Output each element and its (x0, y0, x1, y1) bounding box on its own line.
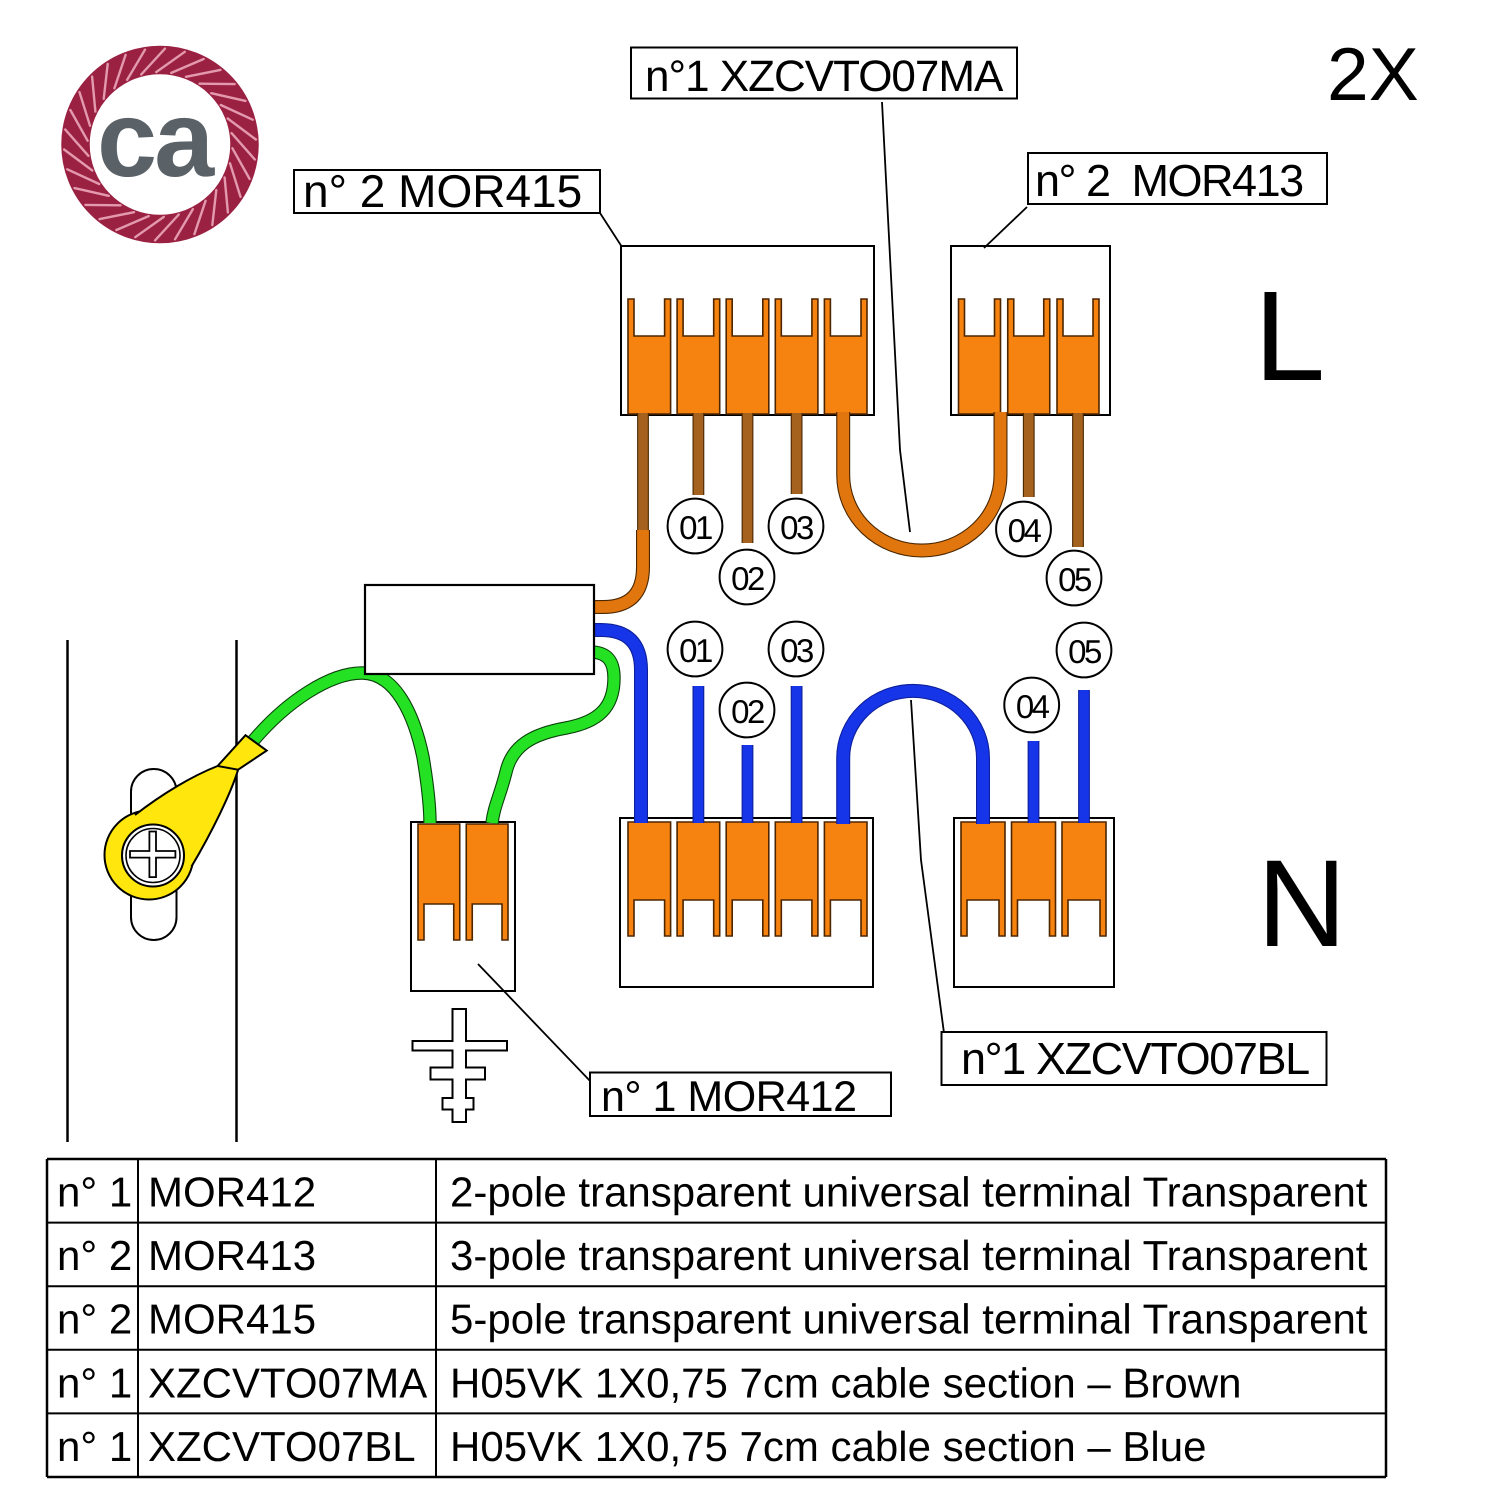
svg-text:L: L (1254, 265, 1325, 408)
svg-text:n° 2: n° 2 (57, 1296, 132, 1343)
svg-text:01: 01 (679, 632, 712, 669)
svg-text:XZCVTO07MA: XZCVTO07MA (148, 1359, 427, 1406)
svg-text:02: 02 (731, 693, 764, 730)
svg-text:n° 1: n° 1 (57, 1359, 132, 1406)
svg-text:3-pole transparent universal t: 3-pole transparent universal terminal Tr… (450, 1232, 1368, 1279)
svg-text:05: 05 (1058, 561, 1091, 598)
svg-text:01: 01 (679, 509, 712, 546)
svg-text:n° 2 MOR415: n° 2 MOR415 (303, 165, 582, 217)
svg-text:ca: ca (97, 78, 215, 199)
svg-text:2-pole transparent universal t: 2-pole transparent universal terminal Tr… (450, 1169, 1368, 1216)
svg-text:n° 1: n° 1 (57, 1169, 132, 1216)
svg-text:02: 02 (731, 560, 764, 597)
svg-text:03: 03 (780, 509, 813, 546)
svg-text:n° 2: n° 2 (57, 1232, 132, 1279)
svg-text:MOR412: MOR412 (148, 1169, 316, 1216)
svg-text:05: 05 (1068, 633, 1101, 670)
svg-text:5-pole transparent universal t: 5-pole transparent universal terminal Tr… (450, 1296, 1368, 1343)
svg-text:n° 1: n° 1 (57, 1423, 132, 1470)
svg-text:MOR415: MOR415 (148, 1296, 316, 1343)
svg-text:n° 1 MOR412: n° 1 MOR412 (601, 1073, 856, 1121)
svg-text:04: 04 (1008, 512, 1042, 549)
svg-text:H05VK 1X0,75 7cm cable section: H05VK 1X0,75 7cm cable section – Blue (450, 1423, 1206, 1470)
svg-text:n°1 XZCVTO07MA: n°1 XZCVTO07MA (645, 52, 1004, 101)
svg-text:n°1 XZCVTO07BL: n°1 XZCVTO07BL (961, 1033, 1309, 1084)
svg-text:H05VK 1X0,75 7cm cable section: H05VK 1X0,75 7cm cable section – Brown (450, 1359, 1241, 1406)
svg-text:03: 03 (780, 632, 813, 669)
svg-text:2X: 2X (1327, 32, 1419, 116)
svg-text:MOR413: MOR413 (148, 1232, 316, 1279)
svg-text:n° 2 MOR413: n° 2 MOR413 (1035, 155, 1303, 206)
svg-text:XZCVTO07BL: XZCVTO07BL (148, 1423, 416, 1470)
svg-text:04: 04 (1016, 688, 1050, 725)
svg-text:N: N (1257, 835, 1347, 973)
